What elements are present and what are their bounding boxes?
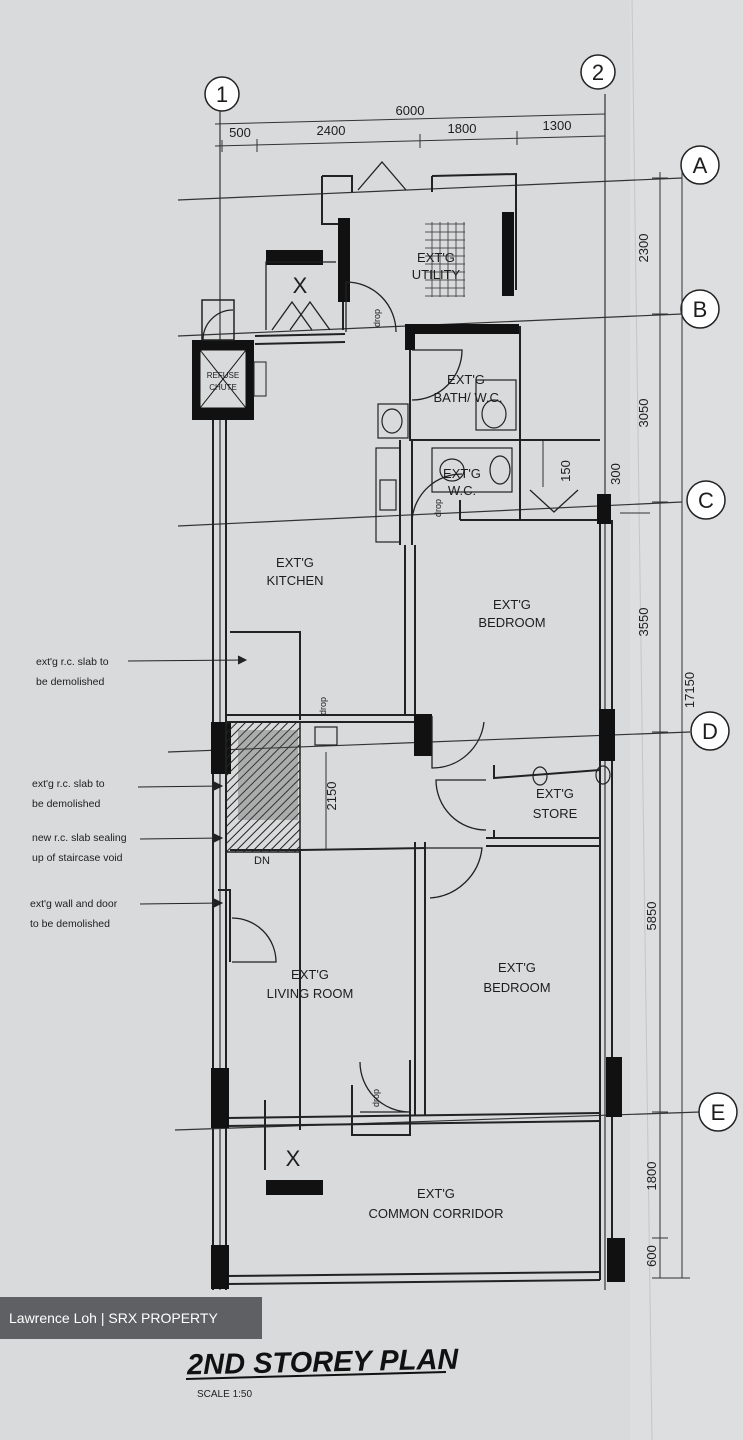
drop-label: drop	[372, 309, 382, 327]
dim-right-part: 3050	[636, 399, 651, 428]
room-label-utility: EXT'G	[417, 250, 455, 265]
dim-top-part: 500	[229, 125, 251, 140]
note-slab-demolish-2: ext'g r.c. slab to	[32, 778, 105, 790]
dim-top-part: 1800	[448, 121, 477, 136]
scale-text: SCALE 1:50	[197, 1389, 252, 1400]
refuse-chute-label: REFUSE	[207, 371, 239, 380]
grid-bubble-2	[580, 54, 616, 90]
walls	[212, 172, 613, 1290]
grid-label-row: B	[693, 297, 708, 322]
grid-bubble-1	[204, 76, 240, 112]
grid-bubble-C	[686, 480, 726, 520]
room-label-kitchen: EXT'G	[276, 555, 314, 570]
mark-x: X	[293, 273, 308, 298]
note-new-slab: up of staircase void	[32, 852, 123, 864]
grid-bubbles	[204, 54, 738, 1132]
room-label-corridor: COMMON CORRIDOR	[368, 1206, 503, 1221]
dim-right-part: 2300	[636, 234, 651, 263]
drop-label: drop	[433, 499, 443, 517]
dim-right-part: 600	[644, 1245, 659, 1267]
dimension-lines	[214, 113, 690, 1279]
dim-right-part: 5850	[644, 902, 659, 931]
room-label-wc: W.C.	[448, 483, 476, 498]
room-label-bath: BATH/ W.C.	[433, 390, 502, 405]
staircase-void	[225, 721, 301, 853]
note-new-slab: new r.c. slab sealing	[32, 832, 127, 844]
doors	[202, 161, 579, 1113]
dim-right-part: 3550	[636, 608, 651, 637]
dim-right-total: 17150	[682, 672, 697, 708]
dim-top-total: 6000	[396, 103, 425, 118]
room-label-bath: EXT'G	[447, 372, 485, 387]
room-label-kitchen: KITCHEN	[266, 573, 323, 588]
room-label-bedroom: EXT'G	[493, 597, 531, 612]
room-label-store: EXT'G	[536, 786, 574, 801]
room-label-utility: UTILITY	[412, 267, 461, 282]
grid-label-row: A	[693, 153, 708, 178]
room-label-wc: EXT'G	[443, 466, 481, 481]
dim-top-part: 1300	[543, 118, 572, 133]
dim-top-part: 2400	[317, 123, 346, 138]
room-label-corridor: EXT'G	[417, 1186, 455, 1201]
room-label-store: STORE	[533, 806, 578, 821]
refuse-chute-label: CHUTE	[209, 383, 237, 392]
plan-title: 2ND STOREY PLAN SCALE 1:50	[186, 1344, 460, 1400]
dim-small: 300	[608, 463, 623, 485]
note-wall-door: ext'g wall and door	[30, 898, 118, 910]
dim-right-part: 1800	[644, 1162, 659, 1191]
note-leaders	[127, 655, 248, 908]
note-slab-demolish: be demolished	[36, 676, 104, 688]
mark-x: X	[286, 1146, 301, 1171]
note-slab-demolish-2: be demolished	[32, 798, 100, 810]
grid-bubble-D	[690, 711, 730, 751]
room-label-living: LIVING ROOM	[267, 986, 354, 1001]
note-wall-door: to be demolished	[30, 918, 110, 930]
grid-label-row: D	[702, 719, 718, 744]
room-label-bedroom: BEDROOM	[478, 615, 545, 630]
dim-small: 2150	[324, 782, 339, 811]
drop-label: drop	[318, 697, 328, 715]
watermark: Lawrence Loh | SRX PROPERTY	[0, 1297, 262, 1339]
dim-small: 150	[558, 460, 573, 482]
room-label-living: EXT'G	[291, 967, 329, 982]
grid-label-row: C	[698, 488, 714, 513]
utility-tiles	[425, 222, 465, 297]
grid-label-col: 1	[216, 82, 228, 107]
note-slab-demolish: ext'g r.c. slab to	[36, 656, 109, 668]
mark-dn: DN	[254, 855, 270, 867]
grid-bubble-A	[680, 145, 720, 185]
room-label-bedroom: EXT'G	[498, 960, 536, 975]
grid-label-row: E	[711, 1100, 726, 1125]
refuse-chute	[192, 299, 267, 420]
room-label-bedroom: BEDROOM	[483, 980, 550, 995]
grid-label-col: 2	[592, 60, 604, 85]
fixtures	[314, 379, 611, 786]
grid-bubble-E	[698, 1092, 738, 1132]
grid-bubble-B	[680, 289, 720, 329]
drop-label: drop	[371, 1089, 381, 1107]
columns	[211, 212, 625, 1289]
